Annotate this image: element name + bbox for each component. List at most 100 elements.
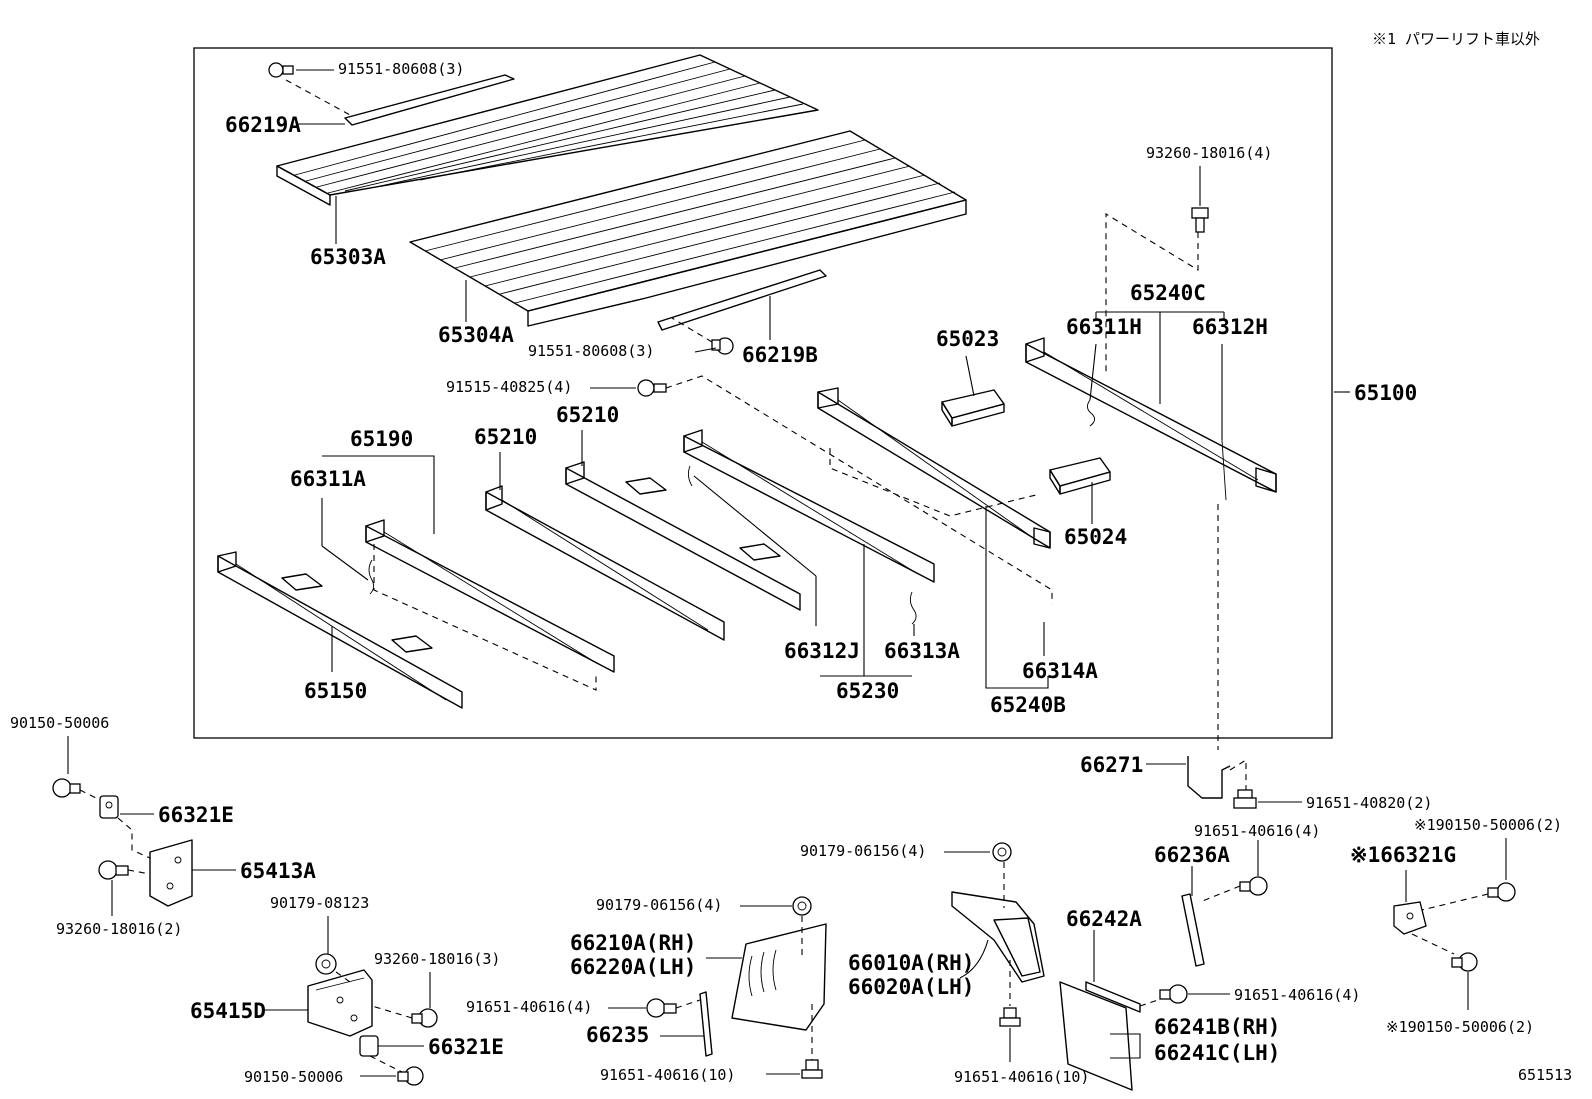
mudguard-66210A: [731, 923, 827, 1031]
bolt-91651-40820: [1233, 789, 1257, 809]
label-66242A: 66242A: [1066, 907, 1142, 931]
hanger-66271: [1187, 756, 1231, 799]
cross-member-65240C: [1025, 337, 1277, 493]
label-91651-40616-10-b: 91651-40616(10): [954, 1068, 1089, 1086]
label-65304A: 65304A: [438, 323, 514, 347]
bolt-91551-80608-top: [268, 62, 294, 78]
label-66219A: 66219A: [225, 113, 301, 137]
bolt-91651-40616-10-a: [801, 1059, 823, 1079]
bolt-93260-18016-4: [1191, 207, 1209, 233]
label-66020A: 66020A(LH): [848, 975, 974, 999]
clip-66312H: [1221, 439, 1227, 501]
label-90179-06156-b: 90179-06156(4): [596, 896, 722, 914]
label-93260-18016-2: 93260-18016(2): [56, 920, 182, 938]
bracket-65024: [1049, 457, 1111, 495]
label-65240C: 65240C: [1130, 281, 1206, 305]
mudflap-66241B: [1059, 981, 1133, 1091]
label-190150-50006-bot: ※190150-50006(2): [1386, 1018, 1534, 1036]
label-91651-40820: 91651-40820(2): [1306, 794, 1432, 812]
label-65413A: 65413A: [240, 859, 316, 883]
bolt-91515-40825: [637, 379, 667, 397]
bolt-93260-18016-2: [98, 860, 129, 880]
bolt-90150-50006-b: [397, 1066, 424, 1086]
label-91515-40825: 91515-40825(4): [446, 378, 572, 396]
label-65023: 65023: [936, 327, 999, 351]
label-65150: 65150: [304, 679, 367, 703]
label-65100: 65100: [1354, 381, 1417, 405]
floor-panel-65304A: [409, 130, 967, 331]
label-66314A: 66314A: [1022, 659, 1098, 683]
label-66312J: 66312J: [784, 639, 860, 663]
label-91651-40616-10-a: 91651-40616(10): [600, 1066, 735, 1084]
label-65240B: 65240B: [990, 693, 1066, 717]
cross-member-65210-right: [565, 461, 801, 611]
cross-member-65240B: [817, 387, 1051, 549]
bolt-93260-18016-3: [411, 1008, 438, 1028]
label-66210A: 66210A(RH): [570, 931, 696, 955]
label-91551-80608-top: 91551-80608(3): [338, 60, 464, 78]
bolt-190150-50006-top: [1487, 882, 1516, 902]
bolt-91651-40616-4-b: [646, 998, 677, 1018]
diagram-id: 651513: [1518, 1066, 1572, 1084]
label-66241B: 66241B(RH): [1154, 1015, 1280, 1039]
label-66219B: 66219B: [742, 343, 818, 367]
label-66235: 66235: [586, 1023, 649, 1047]
clip-66321E-b: [359, 1035, 379, 1057]
bracket-65023: [941, 389, 1005, 427]
nut-90179-08123: [315, 953, 337, 975]
bolt-90150-50006-a: [52, 778, 81, 798]
bolt-91551-80608-mid: [711, 337, 734, 355]
label-66321E-a: 66321E: [158, 803, 234, 827]
floor-panel-65303A: [276, 54, 819, 206]
label-66236A: 66236A: [1154, 843, 1230, 867]
label-65415D: 65415D: [190, 999, 266, 1023]
clip-66312J: [687, 465, 693, 487]
clip-66311H: [1087, 399, 1095, 427]
label-65230: 65230: [836, 679, 899, 703]
clip-66313A: [909, 591, 917, 625]
stay-66236A: [1181, 893, 1205, 967]
label-65303A: 65303A: [310, 245, 386, 269]
bolt-190150-50006-bot: [1451, 952, 1478, 972]
label-91651-40616-4-c: 91651-40616(4): [1234, 986, 1360, 1004]
bolt-91651-40616-10-b: [999, 1007, 1021, 1027]
label-90179-08123: 90179-08123: [270, 894, 369, 912]
label-66313A: 66313A: [884, 639, 960, 663]
clip-66321E-a: [99, 795, 119, 819]
clip-66311A: [368, 559, 375, 595]
bracket-65413A: [149, 839, 193, 907]
label-90179-06156-a: 90179-06156(4): [800, 842, 926, 860]
label-66311A: 66311A: [290, 467, 366, 491]
label-190150-50006-top: ※190150-50006(2): [1414, 816, 1562, 834]
label-66311H: 66311H: [1066, 315, 1142, 339]
label-66010A: 66010A(RH): [848, 951, 974, 975]
note-text: ※1 パワーリフト車以外: [1372, 30, 1540, 48]
label-93260-18016-4: 93260-18016(4): [1146, 144, 1272, 162]
label-65210-a: 65210: [474, 425, 537, 449]
assembly-frame-box: [193, 47, 1333, 739]
cross-member-65230: [683, 429, 935, 583]
label-90150-50006-b: 90150-50006: [244, 1068, 343, 1086]
cross-member-65210-left: [485, 485, 725, 641]
label-90150-50006-a: 90150-50006: [10, 714, 109, 732]
label-166321G: ※166321G: [1350, 843, 1456, 867]
label-66321E-b: 66321E: [428, 1035, 504, 1059]
side-member-65150: [217, 551, 463, 709]
cross-member-65190: [365, 519, 615, 673]
retainer-66242A: [1085, 981, 1141, 1013]
nut-90179-06156-b: [792, 896, 812, 916]
bolt-91651-40616-4-c: [1159, 984, 1188, 1004]
label-91651-40616-4-a: 91651-40616(4): [1194, 822, 1320, 840]
label-66271: 66271: [1080, 753, 1143, 777]
nut-90179-06156-a: [992, 842, 1012, 862]
label-91551-80608-mid: 91551-80608(3): [528, 342, 654, 360]
label-93260-18016-3: 93260-18016(3): [374, 950, 500, 968]
label-65210-b: 65210: [556, 403, 619, 427]
label-65190: 65190: [350, 427, 413, 451]
label-66241C: 66241C(LH): [1154, 1041, 1280, 1065]
label-66312H: 66312H: [1192, 315, 1268, 339]
bracket-65415D: [307, 969, 373, 1037]
label-66220A: 66220A(LH): [570, 955, 696, 979]
